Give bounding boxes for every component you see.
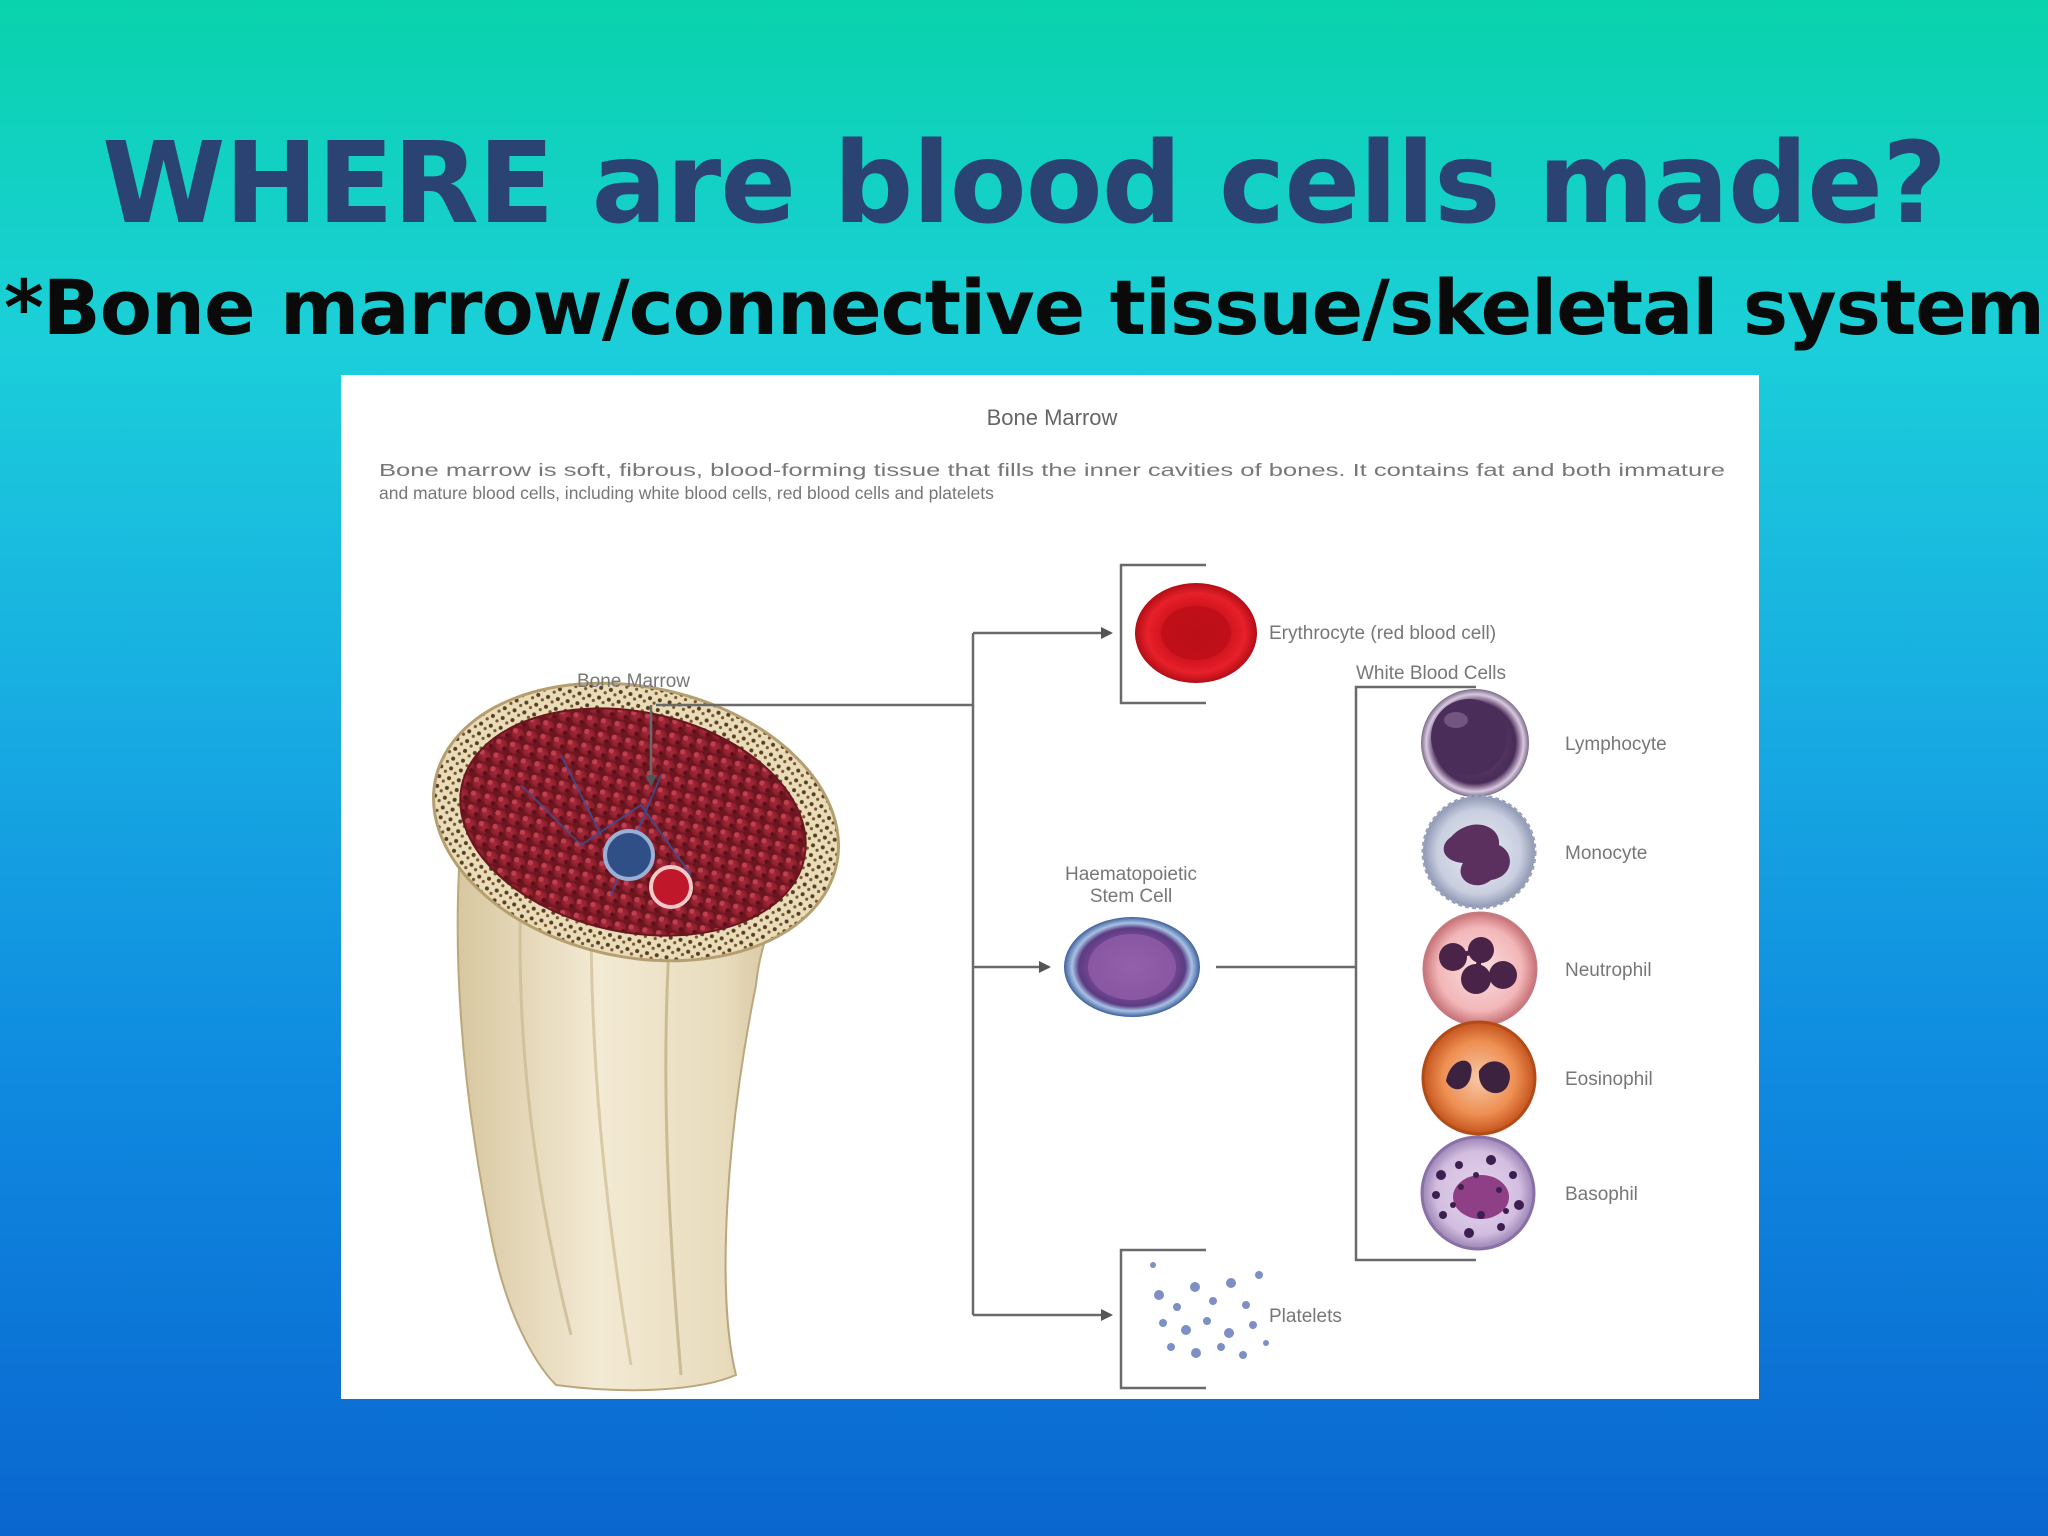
neutrophil-label: Neutrophil	[1565, 960, 1652, 981]
lymphocyte-label: Lymphocyte	[1565, 734, 1667, 755]
diagram-description-line-1: Bone marrow is soft, fibrous, blood-form…	[379, 460, 1725, 480]
erythrocyte-label: Erythrocyte (red blood cell)	[1269, 623, 1496, 644]
stem-cell-label-line-1: Haematopoietic	[1065, 864, 1197, 885]
basophil-cell	[1420, 1135, 1536, 1251]
eosinophil-cell	[1421, 1020, 1537, 1136]
bone-marrow-diagram: Bone Marrow Bone marrow is soft, fibrous…	[379, 405, 1725, 1392]
slide-subtitle: *Bone marrow/connective tissue/skeletal …	[4, 263, 2045, 352]
erythrocyte-cell	[1135, 583, 1257, 683]
monocyte-cell	[1421, 794, 1537, 910]
bone-cross-section-illustration	[432, 681, 840, 1392]
connector-lines	[645, 563, 1476, 1390]
blood-vessel-vein	[603, 829, 655, 881]
basophil-label: Basophil	[1565, 1184, 1638, 1205]
haematopoietic-stem-cell	[1064, 917, 1200, 1017]
platelets-label: Platelets	[1269, 1306, 1342, 1327]
lymphocyte-cell	[1421, 689, 1529, 797]
bone-marrow-label: Bone Marrow	[577, 671, 690, 692]
neutrophil-cell	[1422, 911, 1538, 1027]
blood-vessel-artery	[649, 865, 693, 909]
white-blood-cells-heading: White Blood Cells	[1356, 663, 1506, 684]
platelets-cluster	[1150, 1262, 1269, 1359]
bone-marrow-figure: Bone Marrow Bone marrow is soft, fibrous…	[341, 375, 1759, 1399]
bone-marrow-tissue	[459, 707, 807, 937]
eosinophil-label: Eosinophil	[1565, 1069, 1653, 1090]
diagram-heading: Bone Marrow	[987, 405, 1118, 430]
slide-title: WHERE are blood cells made?	[101, 119, 1947, 249]
stem-cell-label-line-2: Stem Cell	[1090, 886, 1172, 907]
diagram-description-line-2: and mature blood cells, including white …	[379, 483, 994, 503]
monocyte-label: Monocyte	[1565, 843, 1647, 864]
